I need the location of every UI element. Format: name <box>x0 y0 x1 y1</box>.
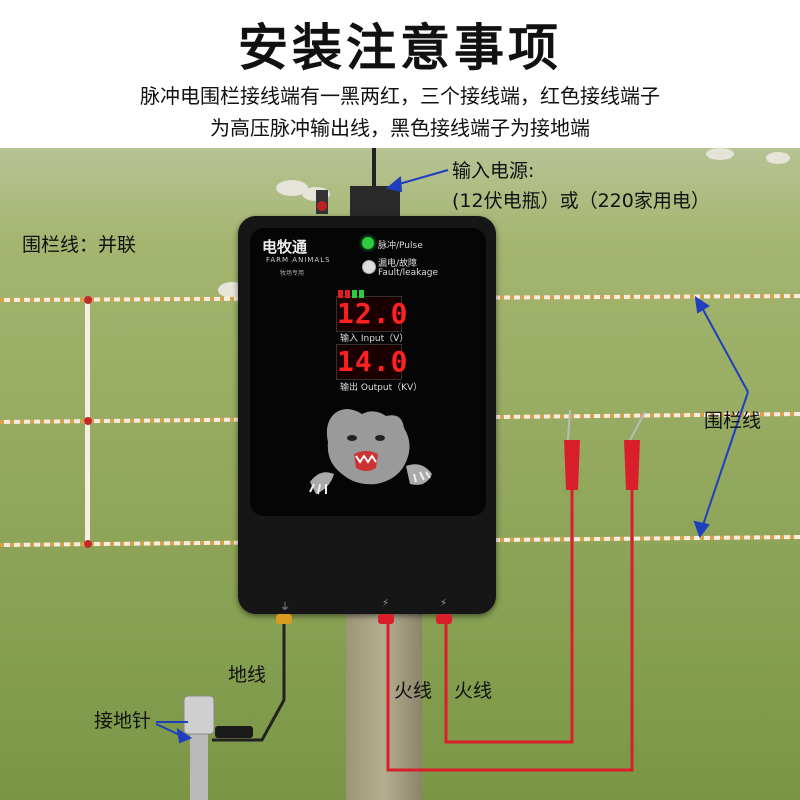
input-voltage-display: 12.0 <box>336 296 409 332</box>
brand-subtitle-cn: 牧场专用 <box>280 270 305 277</box>
bear-emblem-icon <box>309 409 432 495</box>
output-terminal-1-icon: ⚡ <box>382 598 390 609</box>
sheep <box>276 180 308 196</box>
brand-logo: 电牧通 <box>262 238 308 256</box>
brand-subtitle: FARM ANIMALS <box>266 256 331 264</box>
level-bars <box>338 290 364 298</box>
red-clip-2 <box>624 440 640 490</box>
input-label: 输入 Input（V） <box>340 334 409 344</box>
live-wire-1 <box>386 490 634 772</box>
fence-parallel-label: 围栏线：并联 <box>22 234 137 256</box>
power-input-label: 输入电源: <box>452 160 535 182</box>
ground-clip <box>215 726 253 738</box>
page-title: 安装注意事项 <box>238 19 562 77</box>
live-wire-2 <box>444 490 574 744</box>
power-input-detail: (12伏电瓶）或（220家用电） <box>452 190 710 212</box>
sheep <box>766 152 790 164</box>
ground-rod-label: 接地针 <box>94 710 152 732</box>
header: 安装注意事项 脉冲电围栏接线端有一黑两红，三个接线端，红色接线端子 为高压脉冲输… <box>0 0 800 148</box>
ground-wire-label: 地线 <box>228 664 267 686</box>
fault-indicator-led <box>362 260 376 274</box>
ground-wire <box>212 618 286 742</box>
output-terminal-2-icon: ⚡ <box>440 598 448 609</box>
ground-terminal-icon: ⏚ <box>280 602 290 613</box>
power-plug <box>350 186 400 218</box>
output-voltage-display: 14.0 <box>336 344 409 380</box>
terminal-strip <box>276 614 452 624</box>
subtitle-line-1: 脉冲电围栏接线端有一黑两红，三个接线端，红色接线端子 <box>140 84 660 108</box>
pulse-indicator-led <box>362 237 374 249</box>
live-wire-label-1: 火线 <box>394 680 433 702</box>
output-label: 输出 Output（KV） <box>340 383 423 393</box>
annotation-arrows <box>155 169 749 744</box>
red-clip-1 <box>564 440 580 490</box>
subtitle-line-2: 为高压脉冲输出线，黑色接线端子为接地端 <box>210 116 590 140</box>
fault-label-cn: 漏电/故障 <box>378 259 418 269</box>
live-wire-label-2: 火线 <box>454 680 493 702</box>
sheep <box>706 148 734 160</box>
fault-label-en: Fault/leakage <box>378 268 439 278</box>
pulse-indicator-label: 脉冲/Pulse <box>378 241 423 251</box>
fence-wire-label: 围栏线 <box>704 410 762 432</box>
